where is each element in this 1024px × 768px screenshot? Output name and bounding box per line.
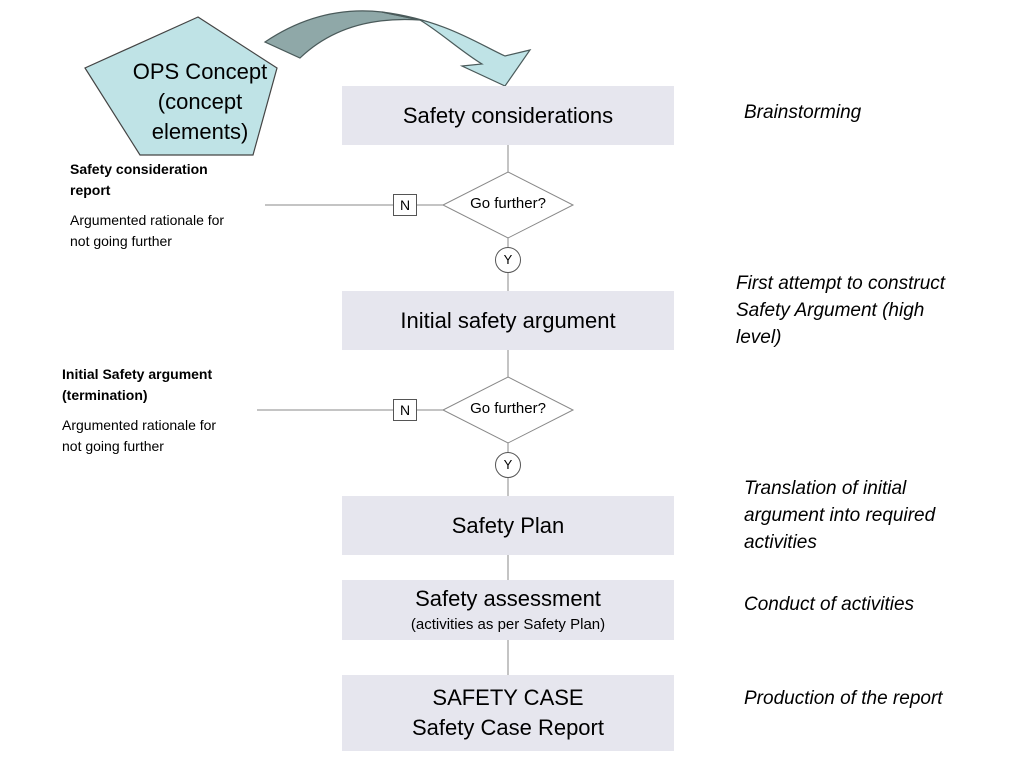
note-conduct-text: Conduct of activities [744, 594, 915, 615]
step-safety-assessment: Safety assessment (activities as per Saf… [342, 580, 674, 640]
note-translation-line3: activities [744, 532, 817, 553]
note-translation-line1: Translation of initial [744, 478, 907, 499]
side-output-1-text-line1: Argumented rationale for [70, 212, 225, 228]
side-output-1-text-line2: not going further [70, 233, 172, 249]
no-marker-2: N [393, 399, 417, 421]
no-marker-1: N [393, 194, 417, 216]
side-output-1-title-line1: Safety consideration [70, 161, 208, 177]
decision-diamond-1 [441, 171, 575, 239]
side-output-2: Initial Safety argument (termination) Ar… [62, 364, 262, 457]
note-first-attempt-line2: Safety Argument (high [736, 300, 925, 321]
note-first-attempt-line3: level) [736, 327, 782, 348]
step-safety-case-line1: SAFETY CASE [432, 685, 584, 710]
yes-marker-1: Y [495, 247, 521, 273]
step-initial-safety-argument: Initial safety argument [342, 291, 674, 350]
step-safety-case-line2: Safety Case Report [412, 715, 604, 740]
side-output-1-title: Safety consideration report [70, 159, 270, 201]
side-output-2-title-line1: Initial Safety argument [62, 366, 213, 382]
note-first-attempt: First attempt to construct Safety Argume… [736, 270, 945, 351]
step-safety-case: SAFETY CASE Safety Case Report [342, 675, 674, 751]
decision-1-label: Go further? [470, 195, 546, 212]
yes-marker-2: Y [495, 452, 521, 478]
note-brainstorming-text: Brainstorming [744, 102, 862, 123]
ops-concept-label: OPS Concept (concept elements) [120, 57, 280, 147]
side-output-2-text-line2: not going further [62, 438, 164, 454]
note-first-attempt-line1: First attempt to construct [736, 273, 946, 294]
step-safety-assessment-label: Safety assessment [415, 586, 601, 611]
decision-2-label: Go further? [470, 400, 546, 417]
side-output-2-text-line1: Argumented rationale for [62, 417, 217, 433]
step-safety-plan-label: Safety Plan [451, 512, 565, 538]
side-output-1-title-line2: report [70, 182, 111, 198]
note-production-text: Production of the report [744, 688, 943, 709]
note-translation-line2: argument into required [744, 505, 936, 526]
step-safety-considerations: Safety considerations [342, 86, 674, 145]
step-safety-considerations-label: Safety considerations [402, 102, 614, 128]
note-translation: Translation of initial argument into req… [744, 475, 935, 556]
ops-concept-pentagon [84, 16, 278, 156]
step-safety-plan: Safety Plan [342, 496, 674, 555]
note-conduct: Conduct of activities [744, 591, 914, 618]
ops-concept-line3: elements) [151, 119, 249, 144]
ops-concept-line1: OPS Concept [132, 59, 268, 84]
side-output-2-title: Initial Safety argument (termination) [62, 364, 262, 406]
note-brainstorming: Brainstorming [744, 99, 861, 126]
note-production: Production of the report [744, 685, 943, 712]
curved-arrow-dark [263, 10, 421, 59]
side-output-2-title-line2: (termination) [62, 387, 148, 403]
curved-arrow-light [381, 11, 532, 87]
side-output-1: Safety consideration report Argumented r… [70, 159, 270, 252]
step-initial-safety-argument-label: Initial safety argument [400, 307, 616, 333]
ops-concept-line2: (concept [157, 89, 243, 114]
decision-diamond-2 [441, 376, 575, 444]
step-safety-assessment-sublabel: (activities as per Safety Plan) [410, 616, 606, 633]
